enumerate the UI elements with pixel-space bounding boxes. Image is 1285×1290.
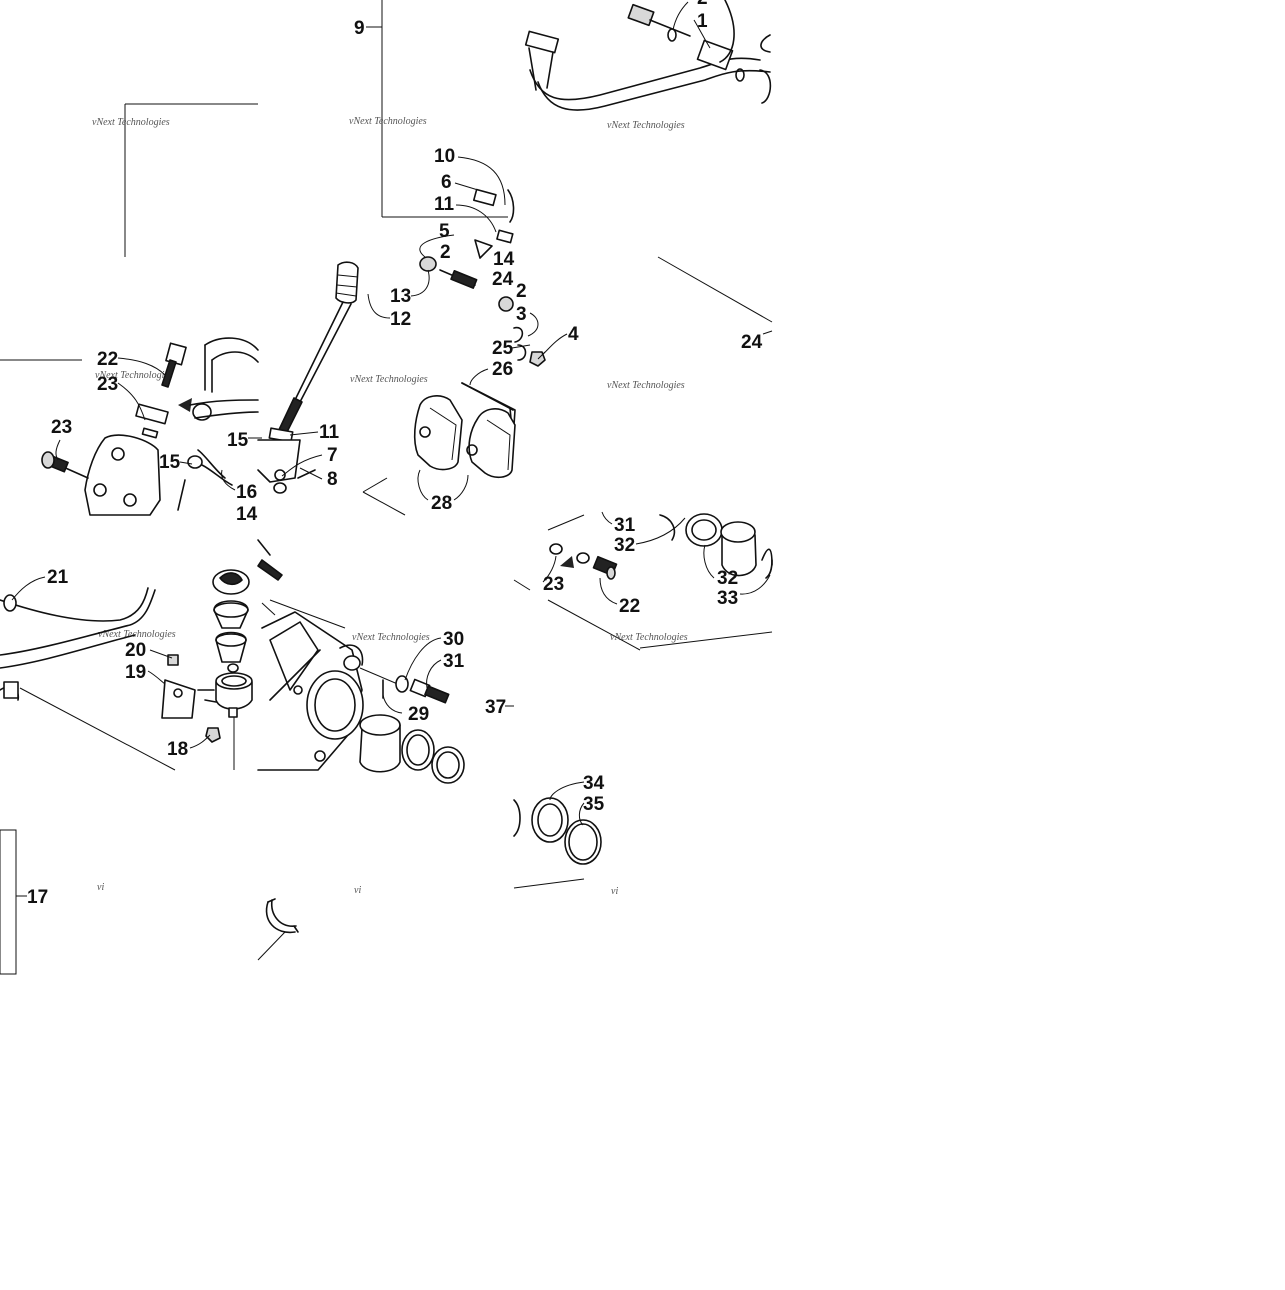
callout-label: 2	[516, 281, 527, 302]
callout-label: 8	[327, 469, 338, 490]
callout-label: 4	[568, 324, 579, 345]
fitting-and-hose-left	[0, 337, 259, 439]
callout-label: 23	[51, 417, 72, 438]
tile-bottom: vi vi vi	[0, 705, 618, 975]
callout-label: 12	[390, 309, 411, 330]
bleeder-screw: vNext Technologies	[352, 632, 450, 704]
callout-label: 13	[390, 286, 411, 307]
tile-top-right: vNext Technologies vNext Technologies vN…	[349, 116, 773, 391]
watermark: vNext Technologies	[607, 120, 685, 131]
reservoir	[161, 569, 253, 770]
callout-label: 31	[614, 515, 636, 536]
clevis	[257, 439, 316, 494]
callout-label: 33	[717, 588, 738, 609]
callout-label: 32	[717, 568, 738, 589]
brake-rod	[268, 261, 359, 443]
callout-labels: 2 1 9 10 6 11 5 2 14 24 13 12 2 3 4 25 2…	[27, 0, 763, 908]
callout-label: 24	[492, 269, 514, 290]
callout-label: 6	[441, 172, 452, 193]
pin-cluster	[419, 188, 546, 367]
watermark: vNext Technologies	[350, 374, 428, 385]
watermark: vNext Technologies	[92, 117, 170, 128]
callout-label: 31	[443, 651, 465, 672]
callout-label: 32	[614, 535, 635, 556]
watermark: vNext Technologies	[607, 380, 685, 391]
pistons-and-seals	[359, 714, 465, 784]
watermark-fragment: vi	[354, 885, 361, 896]
callout-label: 1	[697, 11, 708, 32]
callout-label: 35	[583, 794, 605, 815]
caliper	[257, 539, 401, 771]
callout-label: 23	[543, 574, 564, 595]
callout-label: 5	[439, 221, 450, 242]
watermark: vNext Technologies	[352, 632, 430, 643]
leader-lines	[11, 1, 771, 826]
brake-pedal	[524, 0, 772, 111]
watermark: vNext Technologies	[98, 629, 176, 640]
callout-label: 2	[697, 0, 708, 9]
callout-label: 17	[27, 887, 48, 908]
callout-label: 9	[354, 18, 365, 39]
watermark: vNext Technologies	[95, 370, 173, 381]
callout-label: 19	[125, 662, 146, 683]
callout-label: 29	[408, 704, 429, 725]
watermark-fragment: vi	[97, 882, 104, 893]
callout-label: 37	[485, 697, 506, 718]
watermark: vNext Technologies	[349, 116, 427, 127]
callout-label: 23	[97, 374, 118, 395]
callout-label: 11	[434, 194, 455, 215]
callout-label: 24	[741, 332, 763, 353]
callout-label: 15	[227, 430, 249, 451]
callout-label: 25	[492, 338, 514, 359]
callout-label: 11	[319, 422, 340, 443]
watermark-fragment: vi	[611, 886, 618, 897]
callout-label: 14	[493, 249, 515, 270]
callout-label: 7	[327, 445, 338, 466]
callout-label: 10	[434, 146, 455, 167]
callout-9-bracket	[366, 0, 508, 218]
callout-label: 18	[167, 739, 188, 760]
brake-pads	[362, 382, 516, 516]
callout-label: 28	[431, 493, 452, 514]
callout-label: 26	[492, 359, 513, 380]
callout-label: 21	[47, 567, 69, 588]
callout-label: 22	[619, 596, 640, 617]
callout-label: 16	[236, 482, 257, 503]
callout-label: 14	[236, 504, 258, 525]
callout-label: 2	[440, 242, 451, 263]
callout-17-bracket	[0, 829, 17, 975]
callout-label: 3	[516, 304, 527, 325]
master-cylinder-body	[41, 434, 233, 516]
callout-label: 20	[125, 640, 146, 661]
callout-label: 34	[583, 773, 605, 794]
tile-mid-right: vNext Technologies	[513, 513, 773, 651]
watermark: vNext Technologies	[610, 632, 688, 643]
brake-hose-21	[0, 587, 176, 771]
callout-label: 30	[443, 629, 464, 650]
callout-label: 15	[159, 452, 181, 473]
tile-top-left: vNext Technologies vNext Technologies vN…	[92, 103, 258, 640]
callout-label: 22	[97, 349, 118, 370]
